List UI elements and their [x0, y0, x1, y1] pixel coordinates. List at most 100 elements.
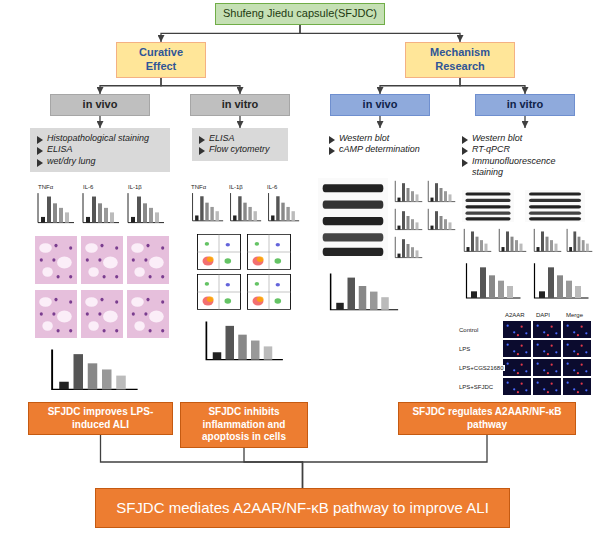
connector — [239, 116, 240, 128]
box-text: in vitro — [222, 98, 259, 112]
method-text: Western blot — [339, 133, 389, 144]
method-text: Immunofluorescence staining — [472, 156, 588, 179]
box-text: in vivo — [363, 98, 398, 112]
chart-label: IL-6 — [266, 184, 278, 190]
elisa-chart — [231, 193, 262, 221]
connector — [99, 116, 100, 128]
connector — [380, 78, 460, 95]
result-box: SFJDC inhibits inflammation and apoptosi… — [180, 402, 308, 448]
blot-chart — [464, 229, 491, 252]
list-item: Flow cytometry — [199, 144, 270, 155]
box-text: SFJDC improves LPS-induced ALI — [35, 406, 166, 431]
result-box: SFJDC improves LPS-induced ALI — [28, 402, 173, 435]
chart-label: IL-6 — [82, 184, 94, 190]
elisa-chart — [269, 193, 300, 221]
western-blot — [462, 190, 514, 222]
bullet-arrow — [37, 159, 43, 167]
list-item: Western blot — [462, 133, 522, 144]
connector — [244, 448, 303, 489]
conclusion-box: SFJDC mediates A2AAR/NF-κB pathway to im… — [95, 488, 510, 528]
if-image — [503, 359, 531, 376]
result-box: SFJDC regulates A2AAR/NF-κB pathway — [398, 402, 576, 435]
chart-label: IL-1β — [127, 184, 143, 190]
bullet-arrow — [462, 147, 468, 155]
bullet-arrow — [199, 136, 205, 144]
method-text: ELISA — [209, 133, 235, 144]
bullet-arrow — [329, 147, 335, 155]
connector — [300, 25, 460, 42]
connector — [460, 78, 525, 95]
bullet-arrow — [199, 147, 205, 155]
method-text: ELISA — [47, 144, 73, 155]
blot-chart — [395, 209, 422, 230]
chart-label: Control — [458, 327, 479, 333]
chart-label: DAPI — [535, 312, 551, 318]
if-image — [563, 340, 591, 357]
camp-chart — [331, 273, 399, 309]
list-item: Histopathological staining — [37, 133, 149, 144]
blot-chart — [499, 229, 526, 252]
box-text: Shufeng Jiedu capsule(SFJDC) — [223, 7, 377, 21]
he-stain-image — [35, 236, 77, 284]
method-text: RT-qPCR — [472, 144, 510, 155]
connector — [100, 78, 161, 95]
model-box: in vivo — [330, 94, 430, 116]
flow-plot — [197, 234, 241, 270]
model-box: in vitro — [475, 94, 575, 116]
chart-label: Merge — [565, 312, 584, 318]
category-box: Mechanism Research — [405, 42, 515, 78]
connector — [379, 116, 380, 128]
method-text: Flow cytometry — [209, 144, 270, 155]
connector — [161, 25, 300, 42]
connector — [303, 435, 488, 488]
blot-chart — [395, 181, 422, 202]
flow-plot — [247, 234, 291, 270]
if-image — [503, 378, 531, 395]
flow-plot — [247, 274, 291, 310]
method-list: Histopathological stainingELISAwet/dry l… — [30, 128, 170, 172]
chart-label: A2AAR — [504, 312, 526, 318]
bullet-arrow — [462, 159, 468, 167]
wet-dry-chart — [52, 350, 138, 390]
bullet-arrow — [462, 136, 468, 144]
list-item: ELISA — [37, 144, 73, 155]
elisa-chart — [128, 193, 164, 222]
if-image — [563, 378, 591, 395]
blot-chart — [534, 229, 561, 252]
if-image — [533, 340, 561, 357]
chart-label: LPS — [458, 346, 471, 352]
he-stain-image — [127, 290, 169, 338]
blot-chart — [567, 229, 592, 252]
box-text: SFJDC regulates A2AAR/NF-κB pathway — [405, 406, 569, 431]
qpcr-chart — [535, 263, 589, 298]
bullet-arrow — [37, 136, 43, 144]
if-image — [503, 321, 531, 338]
if-image — [533, 359, 561, 376]
he-stain-image — [81, 236, 123, 284]
if-image — [563, 321, 591, 338]
list-item: cAMP determination — [329, 144, 420, 155]
box-text: Mechanism Research — [412, 46, 508, 74]
western-blot — [525, 190, 585, 222]
list-item: wet/dry lung — [37, 156, 96, 167]
if-image — [533, 321, 561, 338]
connector — [524, 116, 525, 128]
list-item: Western blot — [329, 133, 389, 144]
chart-label: LPS+SFJDC — [458, 384, 494, 390]
method-text: Histopathological staining — [47, 133, 149, 144]
chart-label: TNFα — [190, 184, 207, 190]
box-text: in vitro — [507, 98, 544, 112]
he-stain-image — [35, 290, 77, 338]
flow-plot — [197, 274, 241, 310]
list-item: Immunofluorescence staining — [462, 156, 588, 179]
blot-chart — [395, 237, 422, 258]
method-list: Western blotRT-qPCRImmunofluorescence st… — [455, 128, 595, 183]
root-box: Shufeng Jiedu capsule(SFJDC) — [215, 3, 385, 25]
connector — [161, 78, 240, 95]
bullet-arrow — [37, 147, 43, 155]
chart-label: TNFα — [37, 184, 54, 190]
method-list: ELISAFlow cytometry — [192, 128, 288, 161]
box-text: in vivo — [83, 98, 118, 112]
